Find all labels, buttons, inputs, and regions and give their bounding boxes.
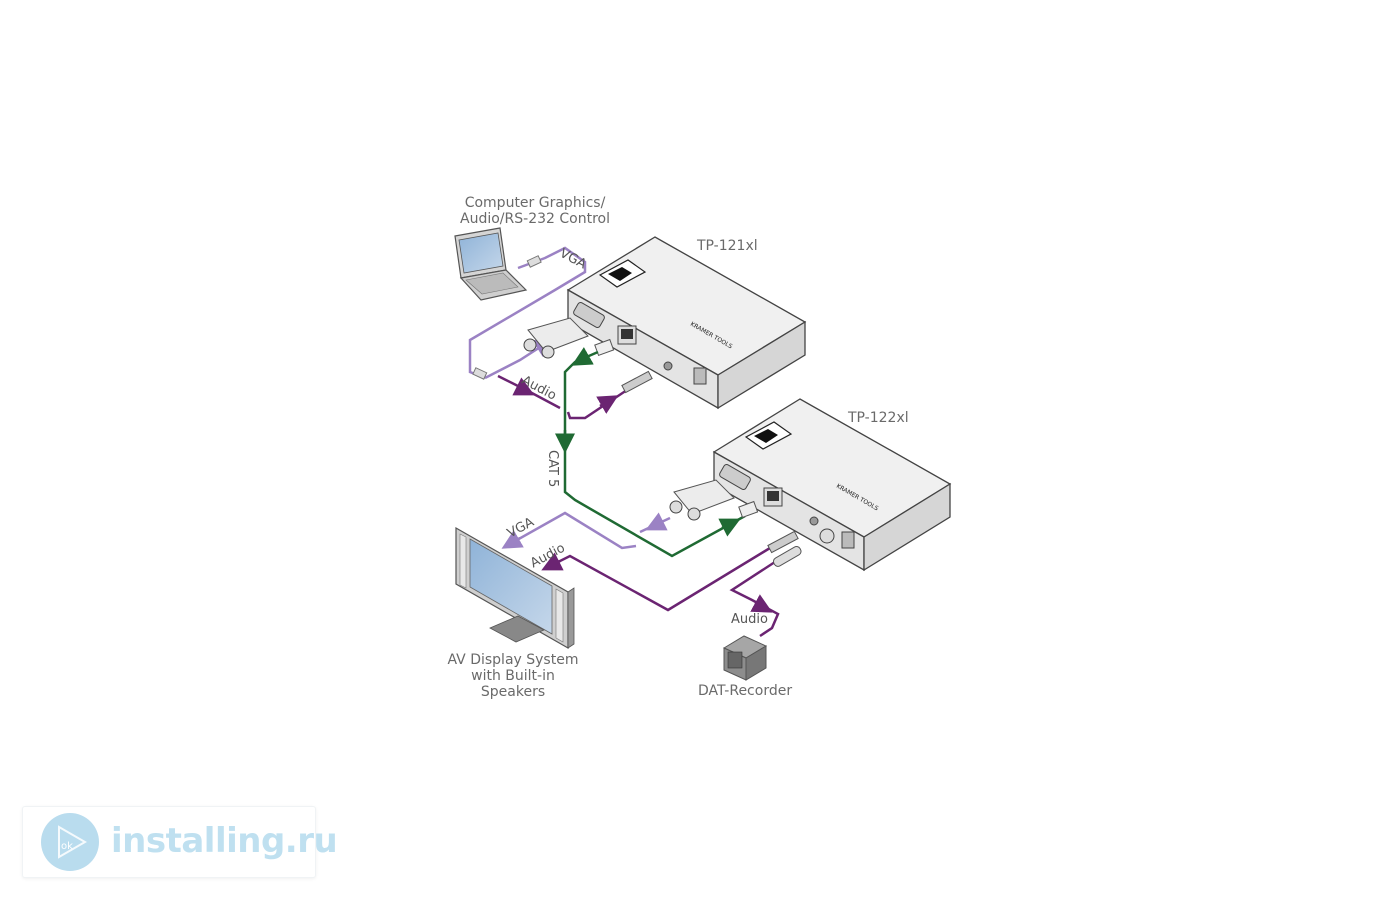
- receiver-label: TP-122xl: [848, 410, 909, 426]
- cable-label-audio-recorder: Audio: [731, 612, 768, 627]
- display-icon: [455, 526, 575, 650]
- audio-jack: [809, 516, 819, 526]
- computer-label-line2: Audio/RS-232 Control: [460, 211, 610, 227]
- transmitter-label: TP-121xl: [697, 238, 758, 254]
- bnc-connector: [819, 528, 835, 544]
- svg-text:ok: ok: [61, 841, 73, 852]
- receiver-device: KRAMER TOOLS: [712, 398, 952, 572]
- vga-connector-icon: [523, 317, 589, 359]
- recorder-label: DAT-Recorder: [698, 683, 793, 699]
- laptop-icon: [454, 227, 528, 301]
- power-jack: [841, 531, 855, 549]
- cable-audio-in: [497, 374, 631, 420]
- display-label-line3: Speakers: [480, 684, 546, 700]
- rj45-plug: [594, 338, 615, 357]
- cable-vga-in: [468, 246, 587, 380]
- cable-audio-out: [541, 546, 771, 612]
- computer-label-line1: Computer Graphics/: [464, 195, 606, 211]
- audio-jack: [663, 361, 673, 371]
- vga-ferrite: [526, 255, 542, 268]
- serial-port: [573, 302, 605, 328]
- power-jack: [693, 367, 707, 385]
- cable-cat5: [555, 347, 746, 558]
- computer-label: Computer Graphics/ Audio/RS-232 Control: [450, 195, 620, 227]
- display-label: AV Display System with Built-in Speakers: [443, 652, 583, 700]
- display-label-line2: with Built-in: [471, 668, 555, 684]
- serial-port: [719, 464, 751, 490]
- transmitter-device: KRAMER TOOLS: [566, 236, 807, 410]
- cable-audio-recorder: [729, 558, 780, 638]
- cable-vga-out: [501, 511, 671, 550]
- watermark: ok installing.ru: [22, 806, 338, 878]
- watermark-text: installing.ru: [111, 821, 338, 861]
- audio-plug: [767, 530, 799, 554]
- display-label-line1: AV Display System: [447, 652, 579, 668]
- watermark-logo-icon: ok: [41, 813, 99, 871]
- rca-plug: [772, 546, 802, 567]
- rj45-plug: [738, 500, 759, 519]
- vga-ferrite: [472, 367, 488, 380]
- audio-plug: [621, 370, 653, 394]
- cable-label-cat5: CAT 5: [545, 450, 560, 488]
- vga-connector-icon: [669, 479, 735, 521]
- dat-recorder-icon: [722, 635, 768, 681]
